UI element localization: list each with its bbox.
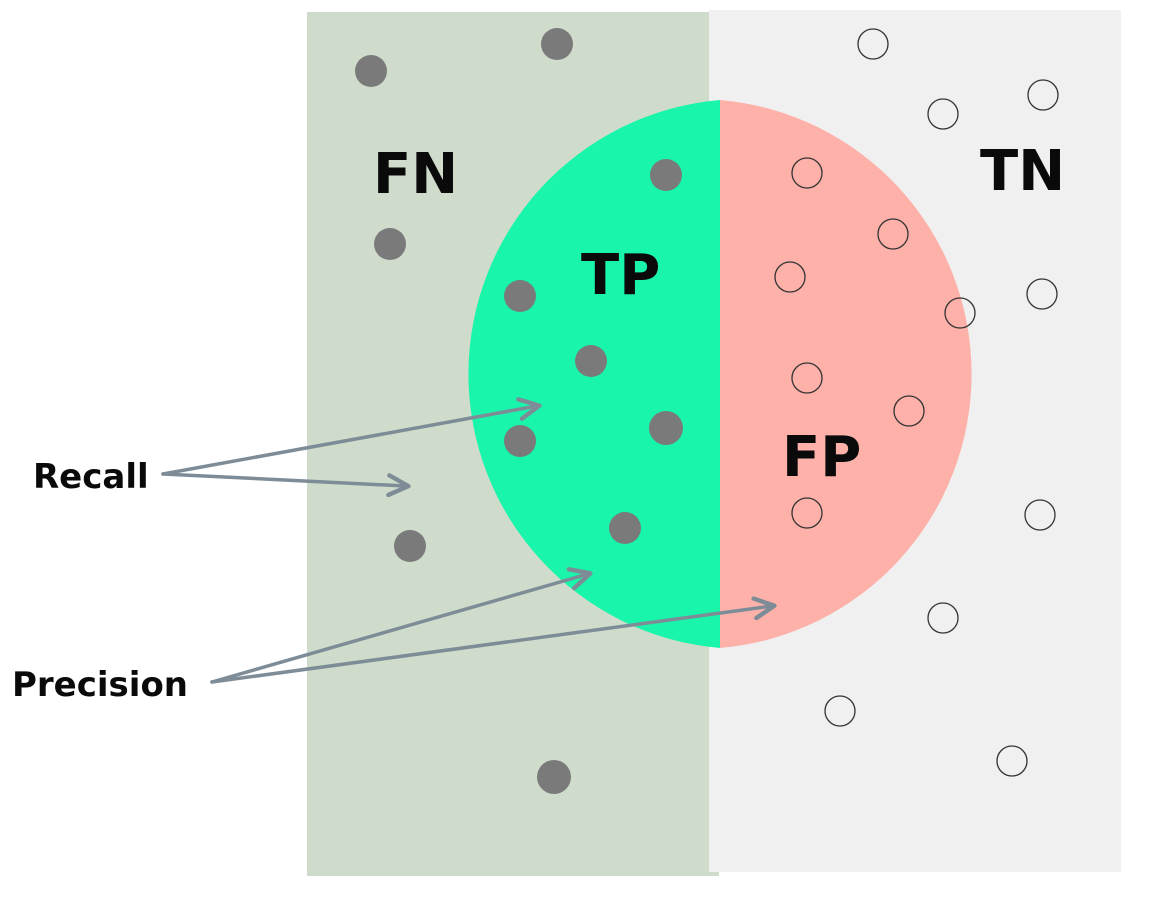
hollow-circle-icon (824, 695, 856, 727)
hollow-circle-icon (893, 395, 925, 427)
tn-label: TN (980, 139, 1065, 204)
filled-circle-icon (504, 280, 536, 312)
hollow-circle-icon (774, 261, 806, 293)
filled-circle-icon (504, 425, 536, 457)
filled-circle-icon (374, 228, 406, 260)
false-positive-half (720, 100, 972, 648)
hollow-circle-icon (1024, 499, 1056, 531)
hollow-circle-icon (1027, 79, 1059, 111)
hollow-circle-icon (791, 362, 823, 394)
hollow-circle-icon (927, 602, 959, 634)
tp-label: TP (581, 243, 660, 308)
irrelevant-items (774, 28, 1059, 777)
hollow-circle-icon (791, 157, 823, 189)
hollow-circle-icon (996, 745, 1028, 777)
filled-circle-icon (649, 411, 683, 445)
precision-arrow-to-fp (210, 596, 777, 684)
filled-circle-icon (609, 512, 641, 544)
filled-circle-icon (575, 345, 607, 377)
hollow-circle-icon (927, 98, 959, 130)
hollow-circle-icon (791, 497, 823, 529)
relevant-items (355, 28, 683, 794)
recall-arrow-to-fn (161, 472, 411, 498)
recall-arrow-to-tp (161, 397, 542, 476)
hollow-circle-icon (944, 297, 976, 329)
hollow-circle-icon (1026, 278, 1058, 310)
recall-arrows (161, 397, 542, 498)
fn-label: FN (373, 142, 458, 207)
filled-circle-icon (394, 530, 426, 562)
filled-circle-icon (650, 159, 682, 191)
filled-circle-icon (541, 28, 573, 60)
recall-label: Recall (33, 457, 149, 497)
precision-arrow-to-tp (210, 567, 593, 684)
fp-label: FP (782, 425, 861, 490)
precision-label: Precision (12, 665, 188, 705)
filled-circle-icon (537, 760, 571, 794)
hollow-circle-icon (877, 218, 909, 250)
precision-arrows (210, 567, 777, 684)
hollow-circle-icon (857, 28, 889, 60)
filled-circle-icon (355, 55, 387, 87)
